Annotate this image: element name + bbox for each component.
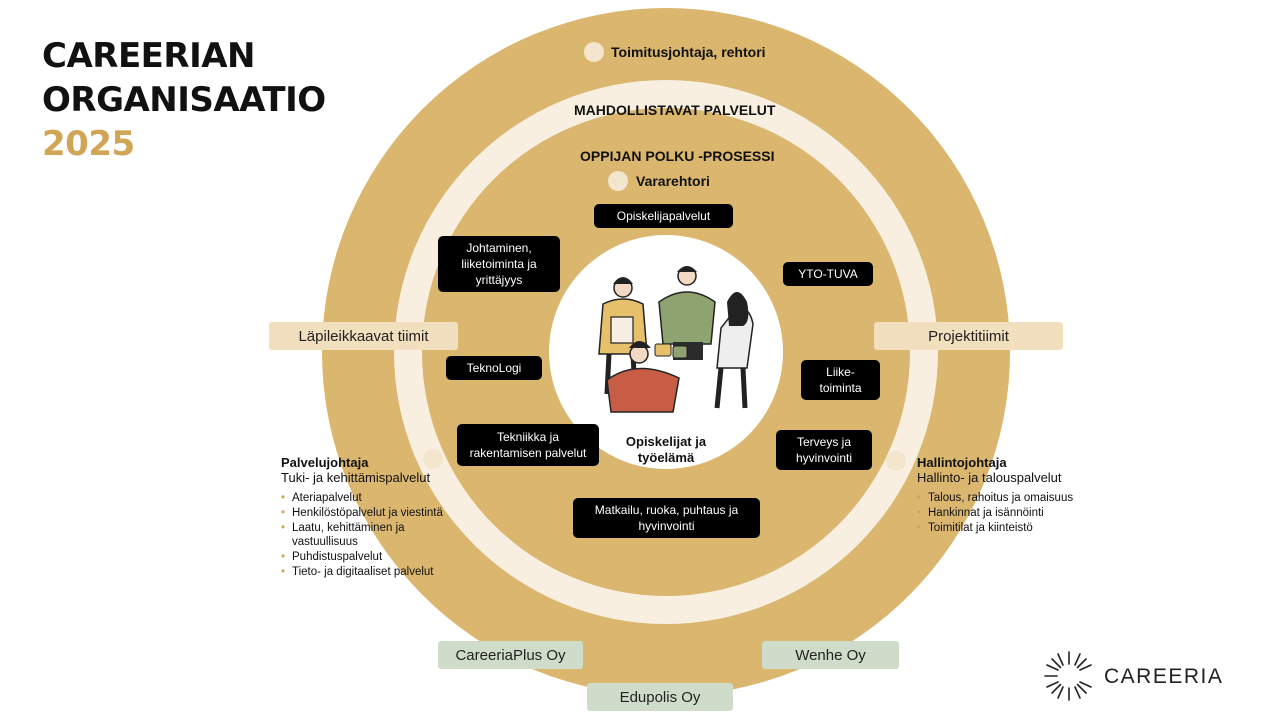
center-label-line-1: Opiskelijat ja bbox=[625, 434, 707, 449]
hallintojohtaja-block: Hallintojohtaja Hallinto- ja talouspalve… bbox=[917, 455, 1107, 536]
company-careeriaplus[interactable]: CareeriaPlus Oy bbox=[438, 641, 583, 669]
title-line-2: ORGANISAATIO bbox=[42, 80, 326, 120]
title-line-1: CAREERIAN bbox=[42, 36, 255, 76]
palvelujohtaja-block: Palvelujohtaja Tuki- ja kehittämispalvel… bbox=[281, 455, 461, 580]
page-title: CAREERIAN ORGANISAATIO 2025 bbox=[42, 34, 326, 166]
unit-teknologi[interactable]: TeknoLogi bbox=[446, 356, 542, 380]
title-year: 2025 bbox=[42, 124, 135, 164]
vice-rector-label: Vararehtori bbox=[636, 173, 710, 189]
unit-tekniikka[interactable]: Tekniikka ja rakentamisen palvelut bbox=[457, 424, 599, 466]
company-wenhe[interactable]: Wenhe Oy bbox=[762, 641, 899, 669]
careeria-sunburst-logo bbox=[1044, 651, 1092, 701]
team-tag-right[interactable]: Projektitiimit bbox=[874, 322, 1063, 350]
list-item: Hankinnat ja isännöinti bbox=[917, 506, 1107, 520]
middle-ring-label: MAHDOLLISTAVAT PALVELUT bbox=[574, 102, 776, 118]
center-label: Opiskelijat ja työelämä bbox=[614, 434, 718, 466]
list-item: Laatu, kehittäminen ja vastuullisuus bbox=[281, 521, 461, 549]
hallintojohtaja-list: Talous, rahoitus ja omaisuus Hankinnat j… bbox=[917, 491, 1107, 535]
team-tag-left[interactable]: Läpileikkaavat tiimit bbox=[269, 322, 458, 350]
palvelujohtaja-list: Ateriapalvelut Henkilöstöpalvelut ja vie… bbox=[281, 491, 461, 579]
hallintojohtaja-dot bbox=[886, 451, 906, 471]
center-label-line-2: työelämä bbox=[637, 450, 695, 465]
inner-person-dot bbox=[608, 171, 628, 191]
unit-liiketoiminta[interactable]: Liike-toiminta bbox=[801, 360, 880, 400]
hallintojohtaja-subtitle: Hallinto- ja talouspalvelut bbox=[917, 470, 1062, 485]
list-item: Henkilöstöpalvelut ja viestintä bbox=[281, 506, 461, 520]
list-item: Ateriapalvelut bbox=[281, 491, 461, 505]
unit-matkailu[interactable]: Matkailu, ruoka, puhtaus ja hyvinvointi bbox=[573, 498, 760, 538]
unit-johtaminen[interactable]: Johtaminen, liiketoiminta ja yrittäjyys bbox=[438, 236, 560, 292]
palvelujohtaja-dot bbox=[423, 449, 443, 469]
inner-ring-label: OPPIJAN POLKU -PROSESSI bbox=[580, 148, 775, 164]
ceo-label: Toimitusjohtaja, rehtori bbox=[611, 44, 766, 60]
palvelujohtaja-title: Palvelujohtaja bbox=[281, 455, 369, 470]
outer-person-dot bbox=[584, 42, 604, 62]
list-item: Toimitilat ja kiinteistö bbox=[917, 521, 1107, 535]
unit-opiskelijapalvelut[interactable]: Opiskelijapalvelut bbox=[594, 204, 733, 228]
list-item: Talous, rahoitus ja omaisuus bbox=[917, 491, 1107, 505]
company-edupolis[interactable]: Edupolis Oy bbox=[587, 683, 733, 711]
unit-yto-tuva[interactable]: YTO-TUVA bbox=[783, 262, 873, 286]
unit-terveys[interactable]: Terveys ja hyvinvointi bbox=[776, 430, 872, 470]
palvelujohtaja-subtitle: Tuki- ja kehittämispalvelut bbox=[281, 470, 431, 485]
list-item: Tieto- ja digitaaliset palvelut bbox=[281, 565, 461, 579]
list-item: Puhdistuspalvelut bbox=[281, 550, 461, 564]
logo-text: CAREERIA bbox=[1104, 665, 1224, 688]
hallintojohtaja-title: Hallintojohtaja bbox=[917, 455, 1007, 470]
people-collaborating-illustration bbox=[598, 266, 754, 413]
